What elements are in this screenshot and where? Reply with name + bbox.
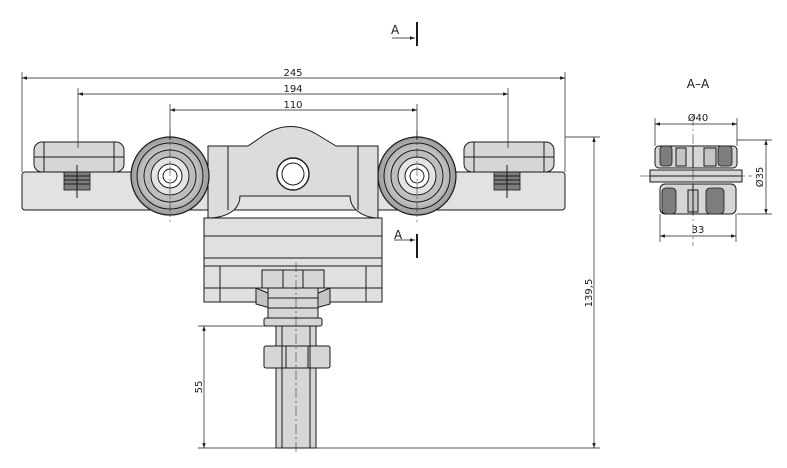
dim-diameter-35: Ø35 bbox=[754, 167, 766, 188]
upper-hex-nut bbox=[255, 269, 331, 327]
dim-diameter-40: Ø40 bbox=[688, 112, 709, 124]
dim-wheel-span-inner: 110 bbox=[283, 100, 302, 111]
section-marker-bottom: A bbox=[394, 228, 418, 258]
right-stud bbox=[493, 165, 521, 198]
dim-height: 139,5 bbox=[584, 279, 595, 308]
dim-wheel-span-outer: 194 bbox=[283, 84, 302, 95]
section-marker-top: A bbox=[391, 22, 418, 46]
dim-overall-width: 245 bbox=[283, 68, 302, 79]
threaded-bolt bbox=[275, 262, 317, 455]
section-title: A–A bbox=[687, 77, 710, 91]
front-view: 245 194 110 139,5 55 A A bbox=[21, 22, 600, 455]
lower-hex-nut bbox=[263, 345, 331, 369]
svg-text:A: A bbox=[391, 23, 400, 37]
left-guide-roller bbox=[33, 141, 125, 173]
dim-bolt-length: 55 bbox=[194, 381, 205, 394]
center-body bbox=[207, 126, 379, 219]
right-guide-roller bbox=[463, 141, 555, 173]
svg-text:A: A bbox=[394, 228, 403, 242]
section-view: A–A Ø40 Ø35 33 bbox=[640, 77, 772, 246]
left-stud bbox=[63, 165, 91, 198]
dim-section-width: 33 bbox=[692, 225, 705, 236]
